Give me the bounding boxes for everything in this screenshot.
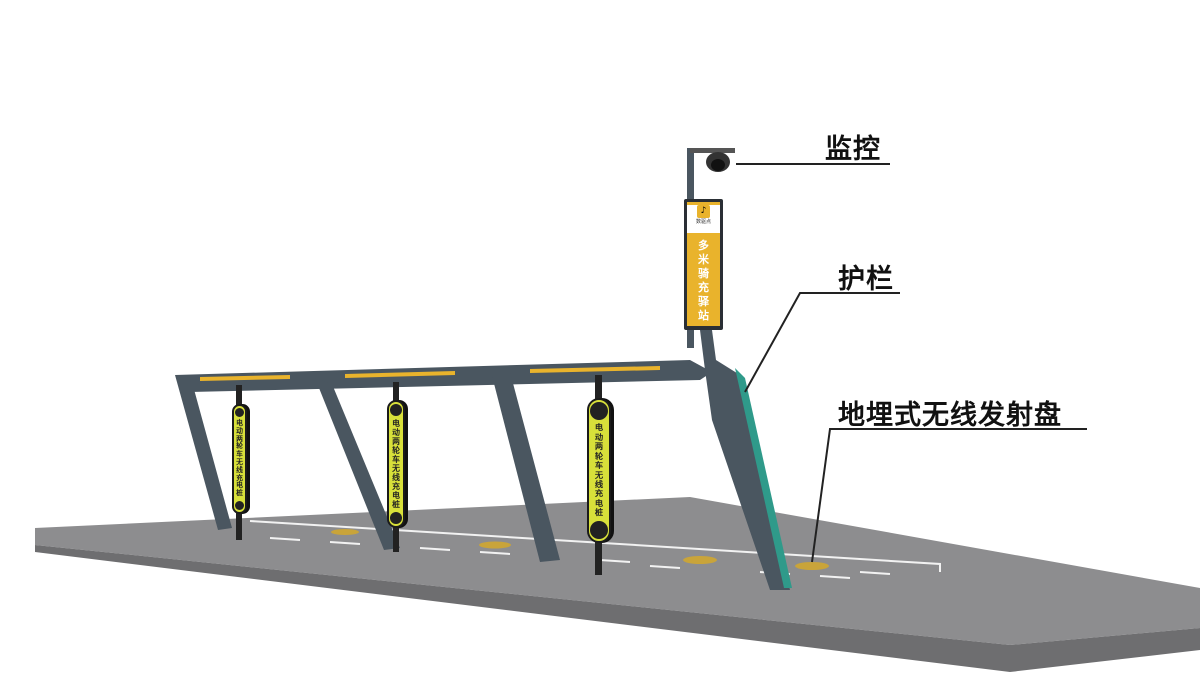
charger-char: 车 bbox=[236, 450, 243, 459]
brand-name: 数驱点 bbox=[695, 219, 711, 225]
charger-char: 线 bbox=[392, 473, 400, 482]
charger-char: 无 bbox=[236, 458, 243, 466]
sign-char: 站 bbox=[698, 309, 709, 322]
charger-char: 轮 bbox=[594, 450, 604, 461]
callout-transmitter: 地埋式无线发射盘 bbox=[838, 400, 1062, 431]
charger-char: 两 bbox=[236, 434, 243, 443]
charger-label-1: 电动两轮车无线充电桩 bbox=[232, 404, 247, 514]
sign-char: 多 bbox=[698, 239, 709, 252]
transmitter-pads bbox=[331, 529, 829, 570]
charger-char: 电 bbox=[594, 497, 604, 508]
charger-char: 电 bbox=[392, 491, 400, 500]
charger-badge-icon bbox=[590, 402, 608, 420]
charger-badge-icon bbox=[590, 521, 608, 539]
charger-char: 桩 bbox=[392, 500, 400, 509]
charger-char: 无 bbox=[594, 469, 604, 480]
canopy-accent-strips bbox=[200, 366, 660, 381]
charger-label-3: 电动两轮车无线充电桩 bbox=[587, 398, 611, 543]
charger-char: 动 bbox=[594, 431, 604, 442]
charger-char: 电 bbox=[236, 418, 243, 427]
charger-badge-icon bbox=[235, 408, 244, 417]
charger-char: 动 bbox=[236, 426, 243, 435]
callout-lines bbox=[736, 163, 1087, 563]
sign-char: 充 bbox=[698, 281, 709, 294]
ground-slab-side bbox=[35, 545, 1200, 672]
charger-char: 桩 bbox=[236, 489, 243, 498]
charger-char: 线 bbox=[594, 478, 604, 489]
charger-char: 轮 bbox=[236, 442, 243, 451]
sign-char: 骑 bbox=[698, 267, 709, 280]
ground-slab-top bbox=[35, 497, 1200, 645]
charger-badge-icon bbox=[390, 512, 402, 524]
charger-char: 电 bbox=[392, 419, 400, 428]
charger-char: 电 bbox=[236, 481, 243, 490]
charger-char: 充 bbox=[236, 473, 243, 482]
charger-char: 线 bbox=[236, 465, 243, 474]
canopy-frame bbox=[175, 148, 790, 590]
sign-char: 米 bbox=[698, 253, 709, 266]
charger-char: 两 bbox=[392, 437, 400, 446]
station-sign: ♪ 数驱点 多米骑充驿站 bbox=[684, 199, 723, 330]
charger-label-2: 电动两轮车无线充电桩 bbox=[387, 400, 405, 528]
charger-char: 电 bbox=[594, 422, 604, 433]
charger-char: 无 bbox=[392, 464, 400, 473]
callout-guardrail: 护栏 bbox=[838, 264, 894, 295]
charger-char: 车 bbox=[392, 455, 400, 464]
charger-char: 两 bbox=[594, 441, 604, 452]
station-sign-title: 多米骑充驿站 bbox=[687, 239, 720, 323]
charger-char: 充 bbox=[594, 488, 604, 499]
charger-badge-icon bbox=[390, 404, 402, 416]
charger-char: 充 bbox=[392, 482, 400, 491]
guardrail bbox=[735, 368, 792, 588]
camera bbox=[690, 148, 735, 172]
callout-camera: 监控 bbox=[825, 134, 881, 165]
charger-badge-icon bbox=[235, 501, 244, 510]
charger-char: 轮 bbox=[392, 446, 400, 455]
brand-logo-icon: ♪ bbox=[697, 205, 710, 218]
sign-char: 驿 bbox=[698, 295, 709, 308]
charger-char: 动 bbox=[392, 428, 400, 437]
charger-char: 桩 bbox=[594, 507, 604, 518]
charger-char: 车 bbox=[594, 460, 604, 471]
